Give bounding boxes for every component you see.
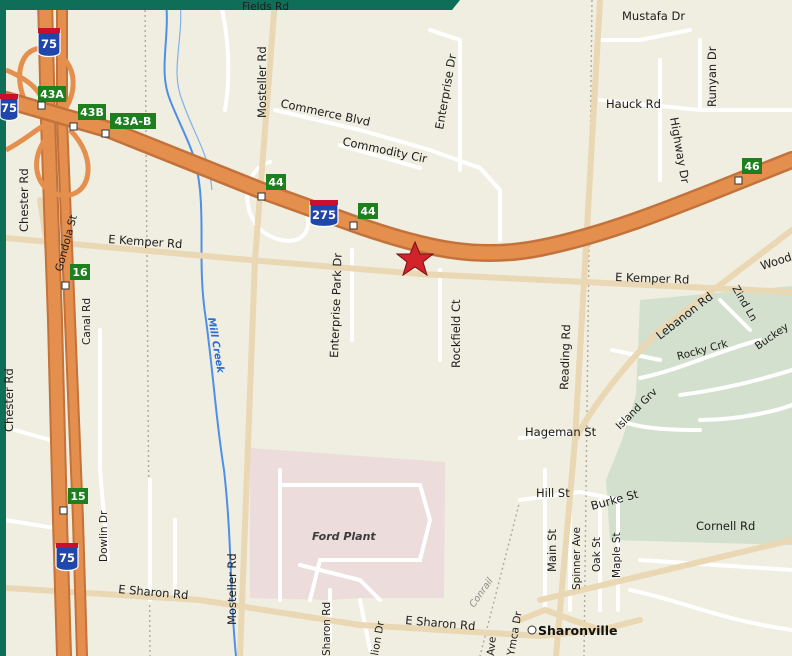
local-roads (3, 0, 792, 652)
i275-shield: 275 (309, 200, 339, 228)
label-hauck-rd: Hauck Rd (606, 97, 661, 111)
label-enterprise-park-dr: Enterprise Park Dr (327, 253, 345, 359)
label-e-sharon-rd-west: E Sharon Rd (118, 582, 189, 602)
label-main-st: Main St (545, 529, 559, 572)
exit-15: 15 (59, 488, 88, 515)
svg-text:44: 44 (268, 176, 284, 189)
label-e-kemper-rd-west: E Kemper Rd (108, 232, 183, 251)
label-rockfield-ct: Rockfield Ct (449, 299, 463, 368)
exit-46: 46 (734, 158, 762, 185)
label-canal-rd: Canal Rd (81, 298, 93, 345)
svg-text:16: 16 (72, 266, 88, 279)
label-cornell-rd: Cornell Rd (696, 519, 755, 533)
exit-43a-b: 43A-B (101, 113, 156, 138)
label-e-sharon-rd-east: E Sharon Rd (405, 613, 476, 633)
exit-43b: 43B (69, 104, 106, 131)
label-spinner-ave: Spinner Ave (571, 527, 583, 590)
label-reading-rd: Reading Rd (557, 324, 573, 390)
label-dowlin-dr: Dowlin Dr (98, 510, 110, 562)
label-hageman-st: Hageman St (525, 425, 597, 439)
svg-text:15: 15 (70, 490, 85, 503)
svg-text:275: 275 (312, 208, 336, 222)
label-chester-rd-north: Chester Rd (17, 168, 31, 232)
label-oak-st: Oak St (591, 537, 603, 572)
interstate-275 (0, 91, 792, 263)
label-sharonville: Sharonville (538, 623, 617, 638)
label-fields-rd: Fields Rd (242, 1, 289, 13)
label-mosteller-rd-north: Mosteller Rd (255, 46, 269, 118)
mill-creek-water (163, 0, 237, 656)
svg-text:44: 44 (360, 205, 376, 218)
frame-left (0, 0, 6, 656)
park-area (606, 286, 792, 545)
svg-text:43B: 43B (80, 106, 104, 119)
svg-text:43A-B: 43A-B (115, 115, 152, 128)
location-marker-star-icon[interactable] (395, 240, 435, 277)
label-sharon-rd: Sharon Rd (321, 602, 333, 656)
label-maple-st: Maple St (611, 532, 623, 578)
label-chester-rd-south: Chester Rd (2, 368, 16, 432)
exit-44-east: 44 (349, 203, 378, 230)
frame-top (0, 0, 460, 10)
city-dot-sharonville (527, 625, 537, 635)
label-ave: Ave (485, 636, 499, 656)
i75-shield-north: 75 (37, 28, 61, 58)
exit-44-mosteller: 44 (257, 174, 286, 201)
label-e-kemper-rd-east: E Kemper Rd (615, 270, 690, 287)
i75-shield-south: 75 (55, 543, 79, 572)
label-mosteller-rd-south: Mosteller Rd (225, 553, 239, 625)
exit-16: 16 (61, 264, 90, 290)
svg-text:75: 75 (59, 551, 75, 565)
svg-text:75: 75 (1, 101, 17, 115)
label-runyan-dr: Runyan Dr (705, 46, 719, 107)
svg-text:75: 75 (41, 37, 57, 51)
exit-43a: 43A (37, 86, 66, 110)
label-hill-st: Hill St (536, 486, 570, 500)
label-lion-dr: lion Dr (369, 620, 387, 656)
label-ford-plant: Ford Plant (312, 530, 376, 543)
svg-text:46: 46 (744, 160, 760, 173)
i75-shield-west: 75 (0, 94, 19, 122)
label-mustafa-dr: Mustafa Dr (622, 9, 685, 23)
svg-text:43A: 43A (40, 88, 64, 101)
